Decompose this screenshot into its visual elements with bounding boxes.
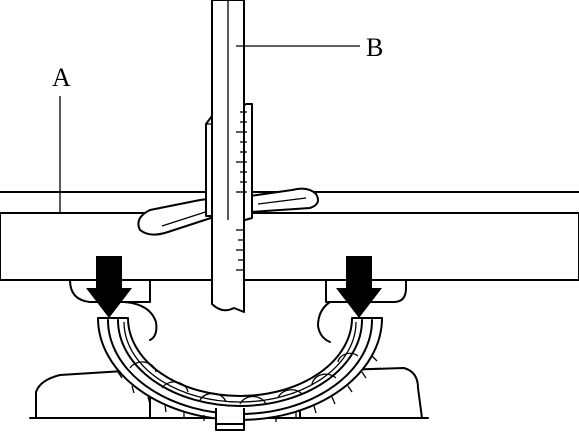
bearing-balls [129,352,359,405]
bearing-ring [97,317,383,431]
cage-teeth [107,355,378,422]
down-arrow-icon-right [336,256,382,318]
depth-gauge-icon [137,0,319,313]
gauge-scale [236,111,247,271]
label-b: B [366,33,383,62]
label-a: A [52,63,71,92]
leader-lines [59,45,360,213]
down-arrow-icon [86,256,132,318]
